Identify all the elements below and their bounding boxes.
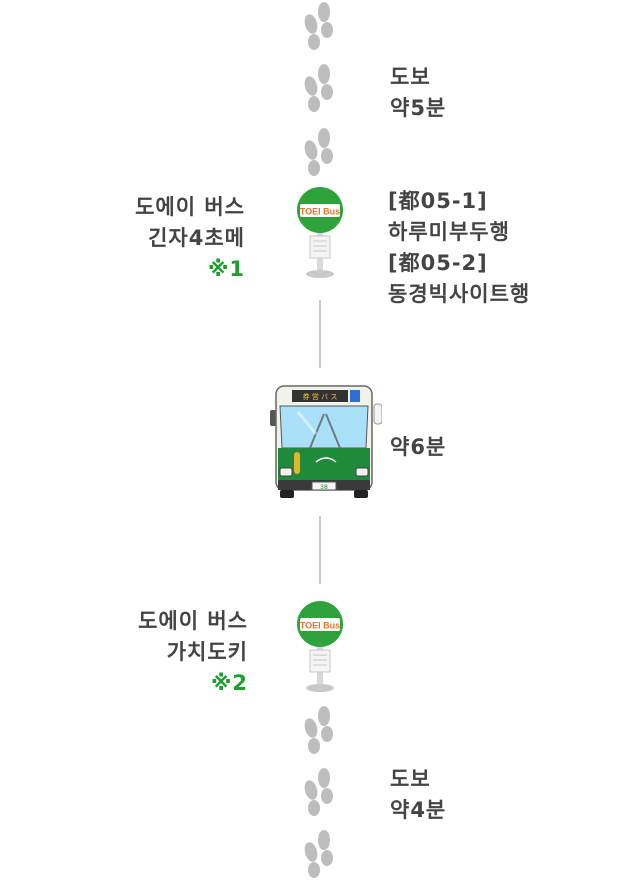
stop2-name: 도에이 버스 가치도키 ※2 [60,606,248,699]
route-line-upper [319,300,321,368]
stop1-operator: 도에이 버스 [135,195,245,219]
route-2-destination: 동경빅사이트행 [388,282,531,306]
walk-top-label: 도보 약5분 [390,62,446,124]
walk-bottom-time: 약4분 [390,798,447,822]
footprints-icon [302,2,333,50]
footprints-icon [302,64,333,112]
walk-bottom-mode: 도보 [390,767,431,791]
stop2-sign-text: TOEI Bus [300,621,340,631]
walk-top-mode: 도보 [390,65,431,89]
stop1-sign-text: TOEI Bus [300,207,340,217]
bus-stop-icon: TOEI Bus [296,600,344,693]
bus-license-plate: 38 [320,484,328,491]
bus-stop-2: TOEI Bus [296,600,344,693]
footprints-icon [302,706,333,754]
route-1-destination: 하루미부두행 [388,220,510,244]
stop2-note[interactable]: ※2 [210,671,248,695]
route-line-lower [319,516,321,584]
bus-stop-1: TOEI Bus [296,186,344,279]
bus-icon: 券 営 バ ス 38 [270,385,382,498]
footprints-icon [302,830,333,878]
footprints-icon [302,128,333,176]
stop2-operator: 도에이 버스 [138,609,248,633]
bus-stop-icon: TOEI Bus [296,186,344,279]
route-2-code: [都05-2] [388,251,488,275]
stop1-routes: [都05-1] 하루미부두행 [都05-2] 동경빅사이트행 [388,186,530,310]
bus-ride-time: 약6분 [390,435,447,459]
stop1-note[interactable]: ※1 [207,257,245,281]
walk-top-time: 약5분 [390,96,447,120]
stop2-stop-name: 가치도키 [166,640,248,664]
bus-destination-sign: 券 営 バ ス [303,392,338,401]
stop1-name: 도에이 버스 긴자4초메 ※1 [60,192,245,285]
route-1-code: [都05-1] [388,189,488,213]
walk-bottom-label: 도보 약4분 [390,764,446,826]
footprints-icon [302,768,333,816]
stop1-stop-name: 긴자4초메 [148,226,245,250]
